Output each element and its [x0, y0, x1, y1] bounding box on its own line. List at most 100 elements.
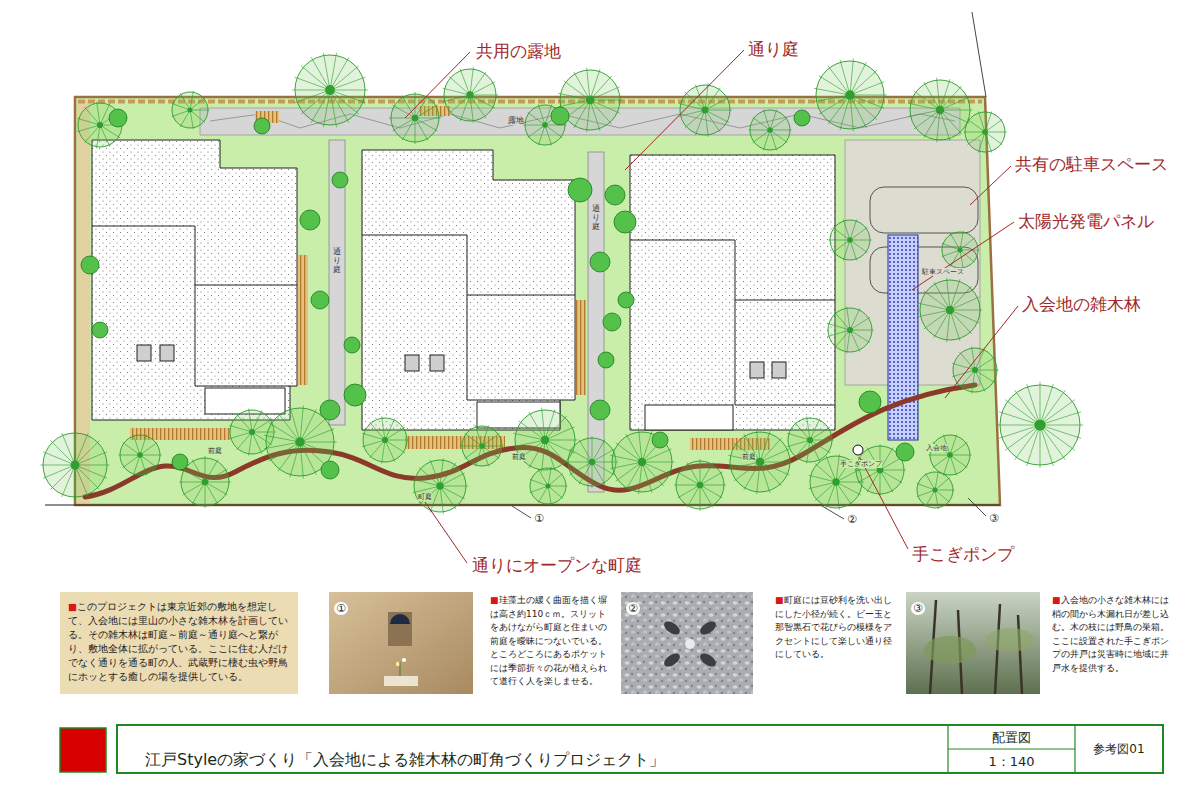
tree-trunk [249, 429, 255, 435]
tree-branch [123, 442, 140, 455]
tree-branch [843, 219, 850, 240]
title-block-cell: 1：140 [948, 750, 1075, 773]
tree-branch [770, 130, 777, 151]
tree-branch [850, 82, 884, 95]
tree-branch [460, 446, 482, 447]
tree-branch [925, 473, 935, 490]
tree-trunk [638, 458, 646, 466]
tree-branch [678, 472, 700, 485]
tree-branch [917, 483, 935, 490]
tree-branch [75, 465, 88, 497]
tree-trunk [807, 437, 813, 443]
tree-branch [415, 118, 437, 131]
tree-symbol [610, 430, 674, 494]
tree-branch [760, 462, 782, 486]
tree-branch [834, 330, 850, 348]
callout-leader-part [822, 506, 844, 519]
tree-branch [770, 130, 792, 131]
callout-label: 入会地の雑木林 [1022, 295, 1141, 315]
photo-wall [329, 592, 473, 694]
tree-branch [705, 110, 708, 137]
tree-branch [679, 110, 705, 116]
tree-branch [300, 429, 334, 442]
plan-label: 駐車スペース [922, 268, 964, 276]
tree-trunk [589, 459, 596, 466]
tree-branch [470, 82, 495, 95]
tree-branch [968, 119, 985, 132]
tree-branch [950, 455, 967, 468]
tree-branch [1027, 384, 1040, 425]
tree-branch [705, 110, 729, 123]
tree-trunk [702, 107, 709, 114]
tree-branch [950, 455, 972, 456]
shrub-symbol [590, 400, 610, 420]
tree-branch [917, 490, 935, 497]
tree-branch [369, 440, 385, 458]
tree-group [40, 53, 1083, 514]
tree-branch [940, 79, 950, 110]
tree-symbol [118, 434, 161, 475]
shrub-symbol [551, 107, 569, 125]
cell-text: 1：140 [988, 754, 1034, 770]
tree-branch [77, 118, 100, 125]
tree-branch [118, 455, 140, 456]
tree-trunk [71, 461, 80, 470]
tree-branch [960, 250, 963, 269]
photo-wall-part [390, 614, 410, 624]
tree-branch [140, 455, 157, 468]
tree-branch [278, 413, 300, 442]
tree-branch [564, 81, 590, 100]
tree-branch [985, 119, 1002, 132]
tree-branch [950, 455, 957, 476]
house-outline-part [630, 155, 835, 430]
tree-symbol [952, 346, 999, 393]
tree-branch [947, 278, 950, 310]
tree-branch [75, 465, 110, 466]
tree-branch [757, 430, 760, 462]
tree-branch [826, 482, 836, 508]
tree-branch [579, 462, 592, 484]
tree-branch [940, 97, 970, 110]
callout-number: ② [626, 602, 640, 615]
tree-trunk [697, 482, 704, 489]
tree-trunk [982, 129, 988, 135]
tree-branch [590, 76, 612, 100]
tree-trunk [1034, 419, 1045, 430]
photo-pebble-part [685, 639, 695, 649]
plan-label: 通り庭 [592, 205, 600, 231]
tree-branch [545, 440, 555, 471]
parking-car [870, 187, 978, 293]
shrub-symbol [344, 337, 360, 353]
title-block-cell: 参考図01 [1075, 726, 1163, 773]
house-outline-part [645, 405, 733, 430]
tree-branch [519, 421, 545, 440]
tree-branch [205, 482, 206, 508]
tree-branch [558, 100, 590, 107]
tree-branch [385, 440, 395, 462]
callout-label: 共有の駐車スペース [1015, 155, 1168, 175]
tree-branch [639, 430, 642, 462]
plan-label: 露地 [508, 116, 524, 125]
leader-line-part [860, 458, 908, 549]
tree-branch [449, 76, 470, 95]
tree-branch [548, 467, 551, 486]
tree-branch [440, 486, 443, 514]
tree-symbol [40, 430, 109, 499]
tree-branch [330, 90, 359, 114]
tree-branch [301, 90, 330, 114]
tree-trunk [832, 478, 839, 485]
shrub-symbol [321, 461, 339, 479]
tree-branch [700, 485, 722, 498]
tree-branch [75, 441, 99, 465]
shrub-symbol [859, 391, 881, 413]
tree-branch [264, 442, 300, 449]
tree-branch [1027, 425, 1040, 466]
photo-pebble-part [662, 619, 682, 638]
tree-branch [760, 449, 790, 462]
tree-branch [548, 486, 551, 505]
tree-branch [548, 486, 563, 498]
tree-branch [850, 95, 887, 96]
tree-branch [415, 118, 428, 140]
tree-branch [75, 452, 107, 465]
tree-branch [300, 442, 334, 455]
